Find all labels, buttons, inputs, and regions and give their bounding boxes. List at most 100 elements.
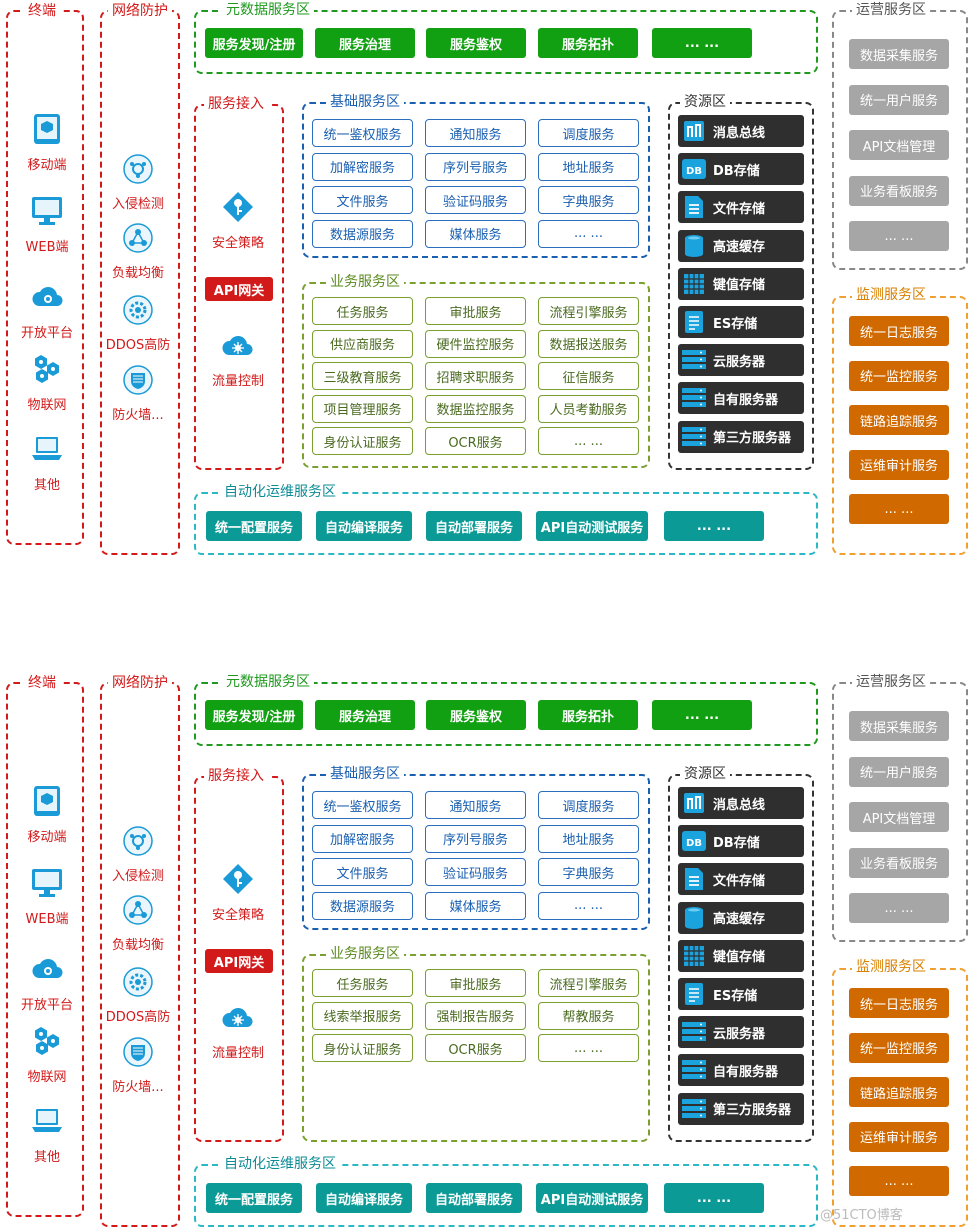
business-service-button[interactable]: 数据监控服务 xyxy=(425,394,526,423)
security-strategy-item[interactable]: 安全策略 xyxy=(198,190,278,251)
business-service-button[interactable]: 招聘求职服务 xyxy=(425,362,526,390)
terminal-item[interactable]: 移动端 xyxy=(7,784,87,845)
basic-service-button[interactable]: ... ... xyxy=(538,219,639,248)
monitor-service-button[interactable]: 统一监控服务 xyxy=(849,1032,949,1063)
meta-service-button[interactable]: 服务拓扑 xyxy=(538,700,638,730)
monitor-service-button[interactable]: 链路追踪服务 xyxy=(849,405,949,435)
basic-service-button[interactable]: 序列号服务 xyxy=(425,152,526,181)
network-item[interactable]: DDOS高防 xyxy=(98,294,178,353)
resource-item[interactable]: 高速缓存 xyxy=(678,901,804,934)
basic-service-button[interactable]: 加解密服务 xyxy=(312,152,413,181)
traffic-control-item[interactable]: 流量控制 xyxy=(198,1000,278,1061)
resource-item[interactable]: 文件存储 xyxy=(678,863,804,896)
ops-service-button[interactable]: 数据采集服务 xyxy=(849,39,949,69)
business-service-button[interactable]: 三级教育服务 xyxy=(312,362,413,390)
ops-service-button[interactable]: 统一用户服务 xyxy=(849,756,949,787)
monitor-service-button[interactable]: 统一日志服务 xyxy=(849,316,949,346)
business-service-button[interactable]: 供应商服务 xyxy=(312,329,413,358)
auto-service-button[interactable]: ... ... xyxy=(664,1183,764,1213)
monitor-service-button[interactable]: ... ... xyxy=(849,494,949,524)
monitor-service-button[interactable]: 运维审计服务 xyxy=(849,449,949,480)
basic-service-button[interactable]: 调度服务 xyxy=(538,791,639,819)
ops-service-button[interactable]: API文档管理 xyxy=(849,802,949,832)
security-strategy-item[interactable]: 安全策略 xyxy=(198,862,278,923)
auto-service-button[interactable]: 自动部署服务 xyxy=(426,1183,522,1213)
basic-service-button[interactable]: 数据源服务 xyxy=(312,891,413,920)
basic-service-button[interactable]: ... ... xyxy=(538,891,639,920)
traffic-control-item[interactable]: 流量控制 xyxy=(198,328,278,389)
auto-service-button[interactable]: ... ... xyxy=(664,511,764,541)
basic-service-button[interactable]: 通知服务 xyxy=(425,119,526,147)
resource-item[interactable]: 键值存储 xyxy=(678,939,804,972)
ops-service-button[interactable]: API文档管理 xyxy=(849,130,949,160)
network-item[interactable]: 负载均衡 xyxy=(98,894,178,953)
business-service-button[interactable]: 征信服务 xyxy=(538,362,639,390)
resource-item[interactable]: 第三方服务器 xyxy=(678,1092,804,1125)
basic-service-button[interactable]: 验证码服务 xyxy=(425,186,526,214)
business-service-button[interactable]: 审批服务 xyxy=(425,969,526,997)
meta-service-button[interactable]: 服务鉴权 xyxy=(426,700,526,730)
business-service-button[interactable]: 审批服务 xyxy=(425,297,526,325)
ops-service-button[interactable]: 业务看板服务 xyxy=(849,847,949,878)
basic-service-button[interactable]: 文件服务 xyxy=(312,186,413,214)
network-item[interactable]: 防火墙... xyxy=(98,364,178,423)
monitor-service-button[interactable]: 统一监控服务 xyxy=(849,360,949,391)
business-service-button[interactable]: ... ... xyxy=(538,427,639,455)
meta-service-button[interactable]: 服务拓扑 xyxy=(538,28,638,58)
basic-service-button[interactable]: 字典服务 xyxy=(538,858,639,886)
business-service-button[interactable]: 帮教服务 xyxy=(538,1001,639,1030)
api-gateway-button[interactable]: API网关 xyxy=(205,277,273,301)
terminal-item[interactable]: 物联网 xyxy=(7,1024,87,1085)
monitor-service-button[interactable]: 统一日志服务 xyxy=(849,988,949,1018)
meta-service-button[interactable]: 服务发现/注册 xyxy=(205,700,303,730)
network-item[interactable]: 负载均衡 xyxy=(98,222,178,281)
basic-service-button[interactable]: 字典服务 xyxy=(538,186,639,214)
meta-service-button[interactable]: 服务鉴权 xyxy=(426,28,526,58)
basic-service-button[interactable]: 地址服务 xyxy=(538,152,639,181)
ops-service-button[interactable]: ... ... xyxy=(849,221,949,251)
monitor-service-button[interactable]: ... ... xyxy=(849,1166,949,1196)
business-service-button[interactable]: 人员考勤服务 xyxy=(538,394,639,423)
terminal-item[interactable]: 移动端 xyxy=(7,112,87,173)
auto-service-button[interactable]: 自动编译服务 xyxy=(316,511,412,541)
business-service-button[interactable]: 任务服务 xyxy=(312,297,413,325)
basic-service-button[interactable]: 媒体服务 xyxy=(425,891,526,920)
auto-service-button[interactable]: 统一配置服务 xyxy=(206,511,302,541)
basic-service-button[interactable]: 统一鉴权服务 xyxy=(312,791,413,819)
terminal-item[interactable]: 其他 xyxy=(7,432,87,493)
business-service-button[interactable]: 项目管理服务 xyxy=(312,394,413,423)
monitor-service-button[interactable]: 链路追踪服务 xyxy=(849,1077,949,1107)
terminal-item[interactable]: 物联网 xyxy=(7,352,87,413)
business-service-button[interactable]: OCR服务 xyxy=(425,427,526,455)
meta-service-button[interactable]: 服务发现/注册 xyxy=(205,28,303,58)
meta-service-button[interactable]: ... ... xyxy=(652,28,752,58)
business-service-button[interactable]: 任务服务 xyxy=(312,969,413,997)
basic-service-button[interactable]: 加解密服务 xyxy=(312,824,413,853)
resource-item[interactable]: ES存储 xyxy=(678,306,804,338)
network-item[interactable]: 入侵检测 xyxy=(98,153,178,212)
auto-service-button[interactable]: API自动测试服务 xyxy=(536,511,648,541)
resource-item[interactable]: 文件存储 xyxy=(678,191,804,224)
resource-item[interactable]: 键值存储 xyxy=(678,267,804,300)
business-service-button[interactable]: 流程引擎服务 xyxy=(538,297,639,325)
auto-service-button[interactable]: 自动部署服务 xyxy=(426,511,522,541)
terminal-item[interactable]: 其他 xyxy=(7,1104,87,1165)
meta-service-button[interactable]: ... ... xyxy=(652,700,752,730)
meta-service-button[interactable]: 服务治理 xyxy=(315,28,415,58)
ops-service-button[interactable]: 数据采集服务 xyxy=(849,711,949,741)
auto-service-button[interactable]: API自动测试服务 xyxy=(536,1183,648,1213)
basic-service-button[interactable]: 统一鉴权服务 xyxy=(312,119,413,147)
business-service-button[interactable]: 线索举报服务 xyxy=(312,1001,413,1030)
auto-service-button[interactable]: 自动编译服务 xyxy=(316,1183,412,1213)
resource-item[interactable]: 消息总线 xyxy=(678,115,804,147)
basic-service-button[interactable]: 序列号服务 xyxy=(425,824,526,853)
basic-service-button[interactable]: 媒体服务 xyxy=(425,219,526,248)
network-item[interactable]: DDOS高防 xyxy=(98,966,178,1025)
basic-service-button[interactable]: 通知服务 xyxy=(425,791,526,819)
resource-item[interactable]: 消息总线 xyxy=(678,787,804,819)
basic-service-button[interactable]: 调度服务 xyxy=(538,119,639,147)
resource-item[interactable]: 高速缓存 xyxy=(678,229,804,262)
business-service-button[interactable]: OCR服务 xyxy=(425,1034,526,1062)
